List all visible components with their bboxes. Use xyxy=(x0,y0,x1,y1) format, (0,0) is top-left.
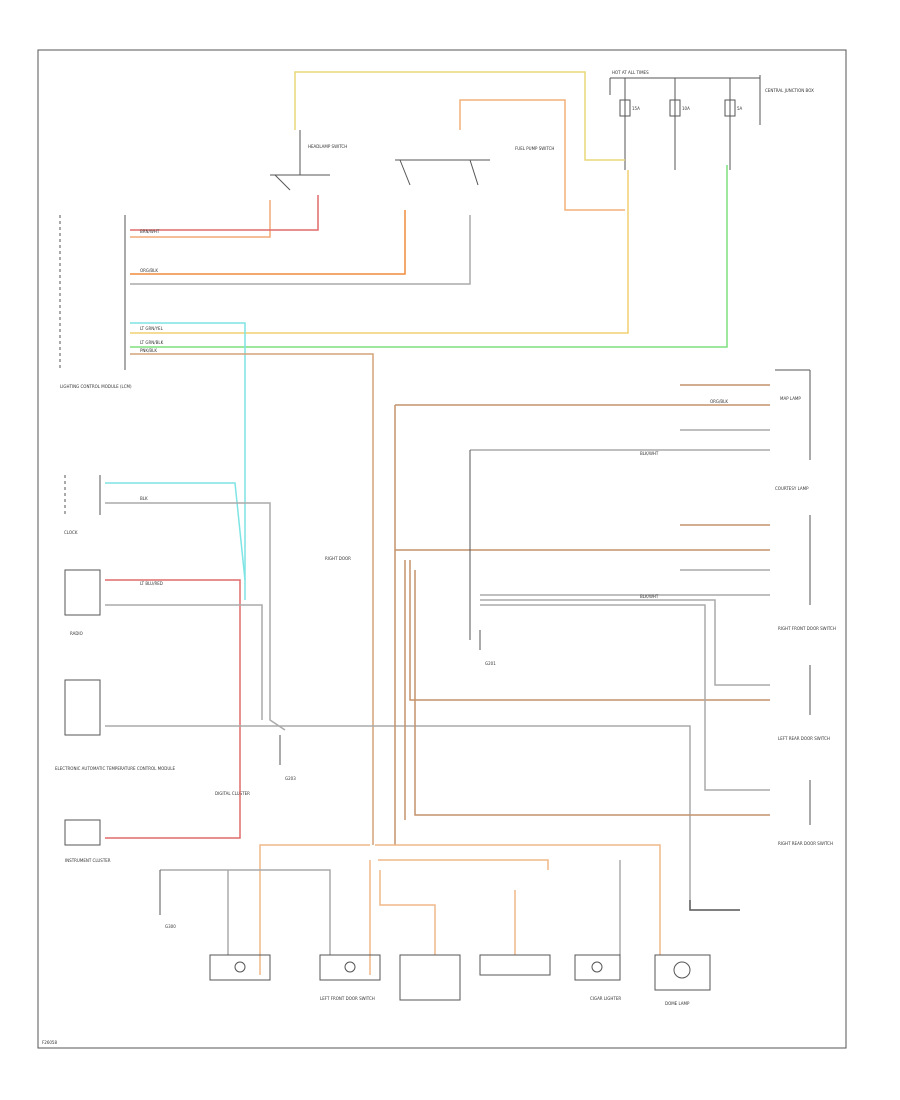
wire-tan-trunk-5 xyxy=(414,570,770,816)
ground-g201-label: G201 xyxy=(485,661,496,666)
eatc-module: ELECTRONIC AUTOMATIC TEMPERATURE CONTROL… xyxy=(55,679,175,771)
wire-tan-trunk-4 xyxy=(409,560,770,701)
clock: CLOCK xyxy=(64,475,101,535)
wire-gray-bottom-1 xyxy=(160,869,331,955)
wire-tan-bottom-1 xyxy=(259,844,370,975)
fuse-10a-label: 10A xyxy=(682,106,690,111)
wire-red-lcm xyxy=(130,195,319,231)
wire-orange-top xyxy=(459,99,625,211)
wire-gray-eatc xyxy=(105,725,691,900)
fuse-5a-label: 5A xyxy=(737,106,743,111)
bottom-components: G300 CIGAR LIGHTER DOME LAMP LEFT FRONT … xyxy=(159,870,711,1006)
wire-cyan xyxy=(130,322,246,600)
wire-gray-clock xyxy=(105,502,286,731)
wire-green-long xyxy=(130,165,728,348)
wire-gray-radio xyxy=(105,604,263,720)
wire-label-5: LT BLU/RED xyxy=(140,581,163,586)
right-column-components: MAP LAMP COURTESY LAMP RIGHT FRONT DOOR … xyxy=(775,369,836,846)
instrument-cluster-label: INSTRUMENT CLUSTER xyxy=(65,858,111,863)
wire-cyan-clock xyxy=(105,482,246,581)
hot-at-all-times-label: HOT AT ALL TIMES xyxy=(612,70,649,75)
right-door-label: RIGHT DOOR xyxy=(325,556,351,561)
headlamp-switch-label: HEADLAMP SWITCH xyxy=(308,144,347,149)
wire-red-radio xyxy=(105,579,241,839)
wire-label-6: LT GRN/BLK xyxy=(140,340,164,345)
left-front-door-switch-label: LEFT FRONT DOOR SWITCH xyxy=(320,996,375,1001)
fuse-15a-label: 15A xyxy=(632,106,640,111)
digital-cluster-label: DIGITAL CLUSTER xyxy=(215,791,250,796)
wire-yellow-long xyxy=(130,170,629,334)
clock-label: CLOCK xyxy=(64,530,78,535)
wire-gray-right-6 xyxy=(480,604,770,791)
wire-label-7: PNK/BLK xyxy=(140,348,157,353)
fuel-pump-switch: FUEL PUMP SWITCH xyxy=(395,146,554,186)
wire-label-8: ORG/BLK xyxy=(710,399,728,404)
map-lamp-label: MAP LAMP xyxy=(780,396,801,401)
wire-label-4: BLK/WHT xyxy=(640,451,659,456)
wire-tan-bottom-2 xyxy=(375,844,661,955)
wire-label-10: BLK/WHT xyxy=(640,594,659,599)
central-junction-box-label: CENTRAL JUNCTION BOX xyxy=(765,88,814,93)
dome-lamp-label: DOME LAMP xyxy=(665,1001,690,1006)
lcm-label: LIGHTING CONTROL MODULE (LCM) xyxy=(60,384,132,389)
wire-tan-bottom-5 xyxy=(379,870,436,955)
ground-symbols: G201 G203 xyxy=(279,450,496,781)
footer-code: F26058 xyxy=(42,1040,57,1045)
fuel-pump-switch-label: FUEL PUMP SWITCH xyxy=(515,146,554,151)
courtesy-lamp-label: COURTESY LAMP xyxy=(775,486,809,491)
radio-label: RADIO xyxy=(70,631,83,636)
ground-g300-label: G300 xyxy=(165,924,176,929)
radio: RADIO xyxy=(64,569,101,636)
wire-yellow-top xyxy=(294,71,625,161)
headlamp-switch: HEADLAMP SWITCH xyxy=(270,130,347,191)
wire-label-3: LT GRN/YEL xyxy=(140,326,164,331)
wire-orange-lcm-2 xyxy=(130,210,406,275)
instrument-cluster: INSTRUMENT CLUSTER xyxy=(64,819,111,863)
wire-black-fuel xyxy=(689,900,740,911)
right-front-door-switch-label: RIGHT FRONT DOOR SWITCH xyxy=(778,626,836,631)
wire-gray-lcm xyxy=(130,215,471,285)
lighting-control-module: LIGHTING CONTROL MODULE (LCM) xyxy=(59,215,132,389)
cigar-lighter-label: CIGAR LIGHTER xyxy=(590,996,621,1001)
central-junction-box: HOT AT ALL TIMES CENTRAL JUNCTION BOX 15… xyxy=(609,70,814,170)
wire-tan-lcm xyxy=(130,353,374,845)
wire-tan-bottom-3 xyxy=(378,859,549,870)
right-rear-door-switch-label: RIGHT REAR DOOR SWITCH xyxy=(778,841,833,846)
ground-g203-label: G203 xyxy=(285,776,296,781)
wire-label-9: BLK xyxy=(140,496,148,501)
wire-orange-lcm-1 xyxy=(130,200,271,238)
wire-label-1: BRN/WHT xyxy=(140,229,160,234)
left-rear-door-switch-label: LEFT REAR DOOR SWITCH xyxy=(778,736,830,741)
diagram-frame xyxy=(37,49,847,1049)
wire-label-2: ORG/BLK xyxy=(140,268,158,273)
wire-gray-right-5 xyxy=(480,599,770,686)
eatc-label: ELECTRONIC AUTOMATIC TEMPERATURE CONTROL… xyxy=(55,766,175,771)
